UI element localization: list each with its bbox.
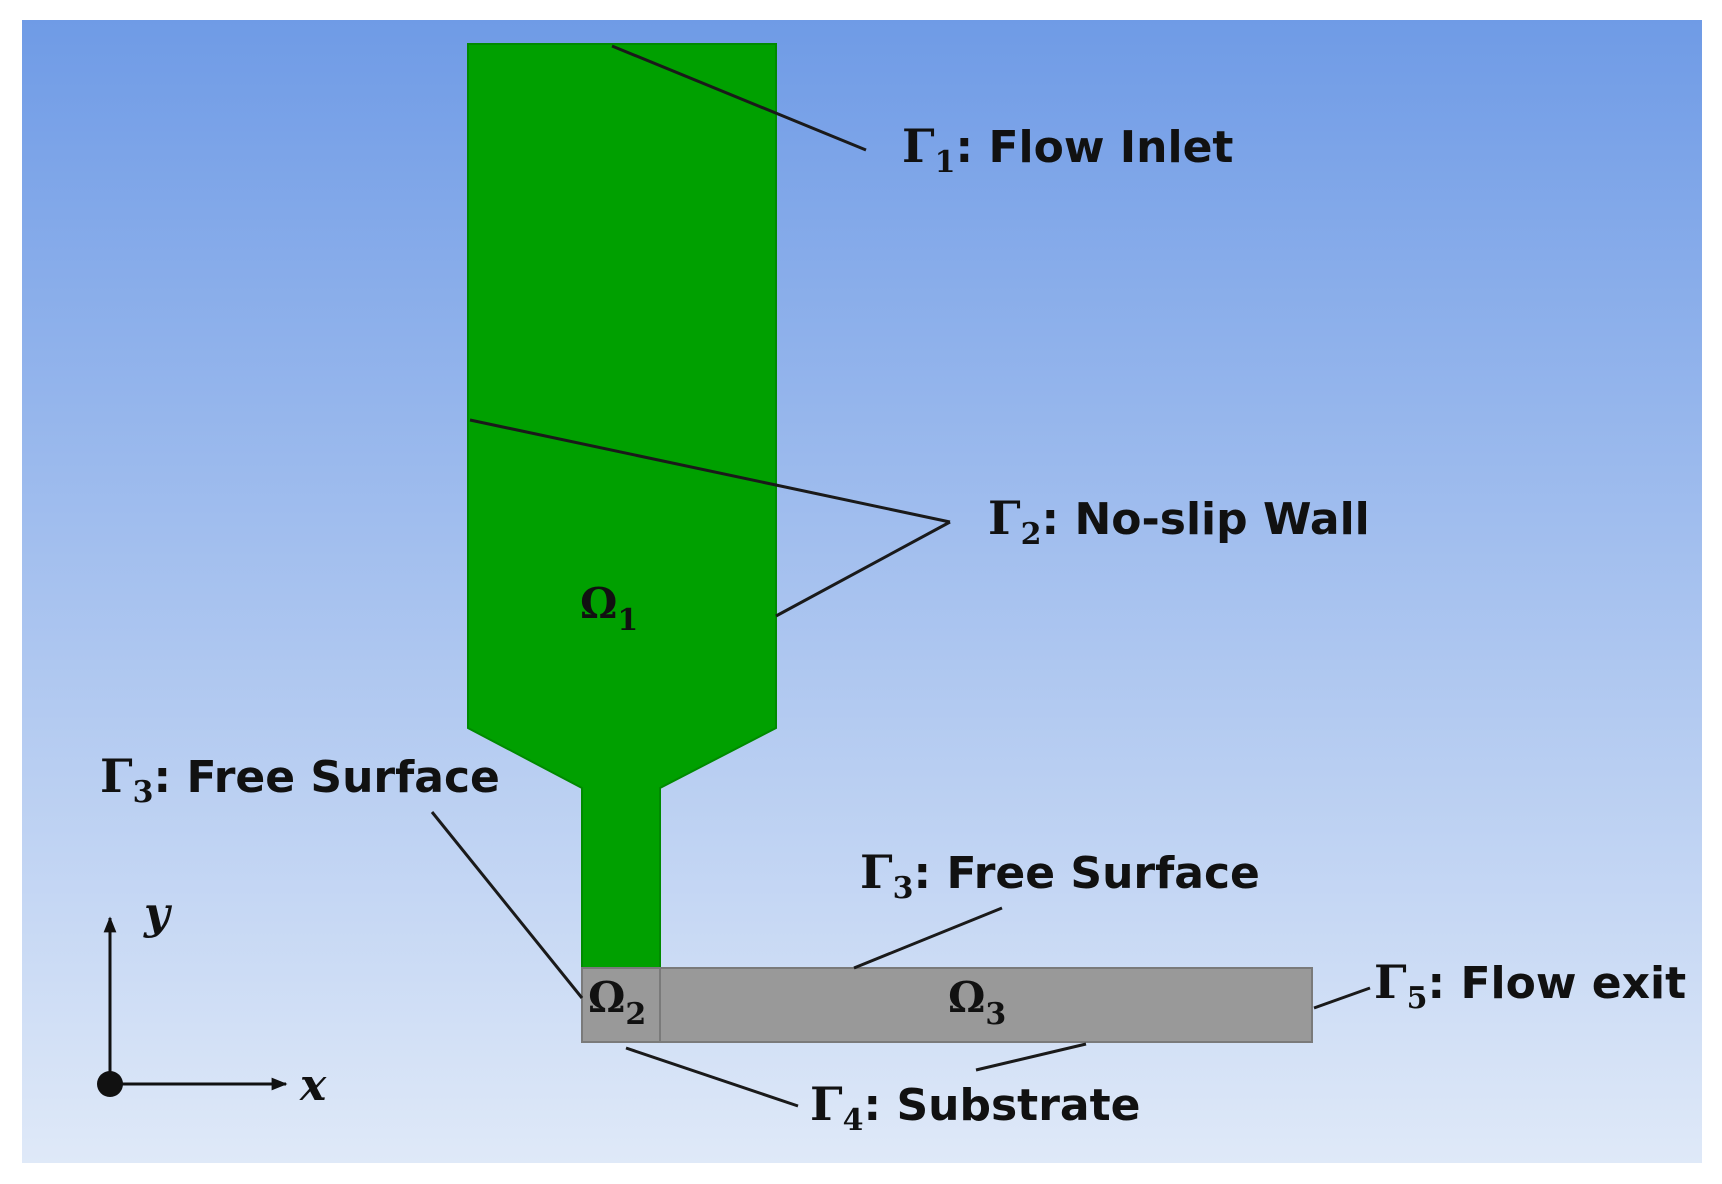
omega1-label: Ω1: [580, 579, 638, 638]
wall-label: Γ2: No-slip Wall: [988, 491, 1370, 552]
leader-line-exit: [1313, 986, 1371, 1010]
leader-line-free-surface-left: [430, 811, 584, 999]
leader-line-free-surface-top: [853, 906, 1003, 970]
inlet-label: Γ1: Flow Inlet: [902, 119, 1233, 180]
leader-line-wall-left: [469, 418, 951, 524]
omega3-label: Ω3: [948, 973, 1006, 1032]
origin-dot: [97, 1071, 123, 1097]
leader-line-substrate-right: [975, 1042, 1087, 1072]
exit-label: Γ5: Flow exit: [1374, 955, 1686, 1016]
deposit-domain-omega2: [581, 967, 661, 1043]
substrate-label: Γ4: Substrate: [810, 1077, 1140, 1138]
free-surface-left-label: Γ3: Free Surface: [100, 749, 500, 810]
leader-line-substrate-left: [625, 1046, 799, 1108]
free-surface-top-label: Γ3: Free Surface: [860, 845, 1260, 906]
y-axis-label: y: [143, 888, 173, 939]
leader-line-wall-right: [775, 520, 951, 618]
omega2-label: Ω2: [588, 973, 646, 1032]
leader-line-inlet: [611, 44, 867, 152]
x-axis-label: x: [299, 1060, 327, 1111]
deposit-domain-omega3: [659, 967, 1313, 1043]
